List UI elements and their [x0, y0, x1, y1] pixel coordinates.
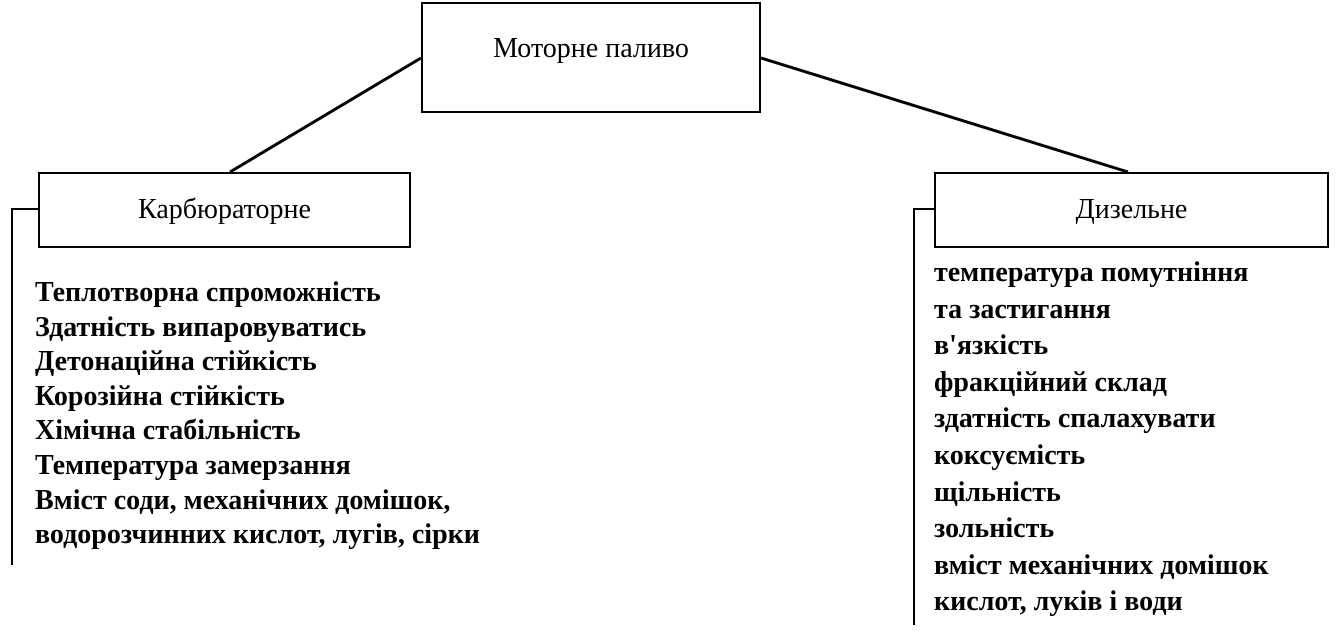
list-item: Здатність випаровуватись	[35, 311, 367, 343]
root-label: Моторне паливо	[493, 32, 689, 64]
diesel-properties-list: температура помутніння та застигання в'я…	[934, 255, 1268, 621]
list-item: Температура замерзання	[35, 449, 351, 481]
list-item: фракційний склад	[934, 366, 1167, 398]
list-item: Корозійна стійкість	[35, 380, 285, 412]
list-item: Хімічна стабільність	[35, 415, 301, 447]
list-item: зольність	[934, 513, 1055, 545]
branch-node-diesel: Дизельне	[934, 172, 1329, 248]
list-item: та застигання	[934, 293, 1111, 325]
carburetor-properties-list: Теплотворна спроможність Здатність випар…	[35, 276, 480, 553]
list-item: Детонаційна стійкість	[35, 346, 317, 378]
list-item: коксуємість	[934, 439, 1086, 471]
list-item: Теплотворна спроможність	[35, 277, 381, 308]
branch-label-diesel: Дизельне	[1075, 194, 1188, 225]
list-item: здатність спалахувати	[934, 403, 1216, 435]
root-node: Моторне паливо	[421, 2, 761, 113]
list-item: в'язкість	[934, 330, 1049, 362]
list-item: вміст механічних домішок	[934, 549, 1269, 581]
connector-root-to-dies	[760, 56, 1129, 174]
branch-node-carburetor: Карбюраторне	[38, 172, 411, 248]
list-item: водорозчинних кислот, лугів, сірки	[35, 519, 480, 551]
list-item: температура помутніння	[934, 257, 1249, 288]
bracket-dies	[913, 208, 934, 625]
list-item: Вміст соди, механічних домішок,	[35, 484, 451, 516]
connector-root-to-carb	[229, 56, 422, 174]
list-item: щільність	[934, 476, 1061, 508]
branch-label-carburetor: Карбюраторне	[138, 194, 311, 225]
bracket-carb	[11, 208, 38, 565]
list-item: кислот, луків і води	[934, 586, 1183, 618]
